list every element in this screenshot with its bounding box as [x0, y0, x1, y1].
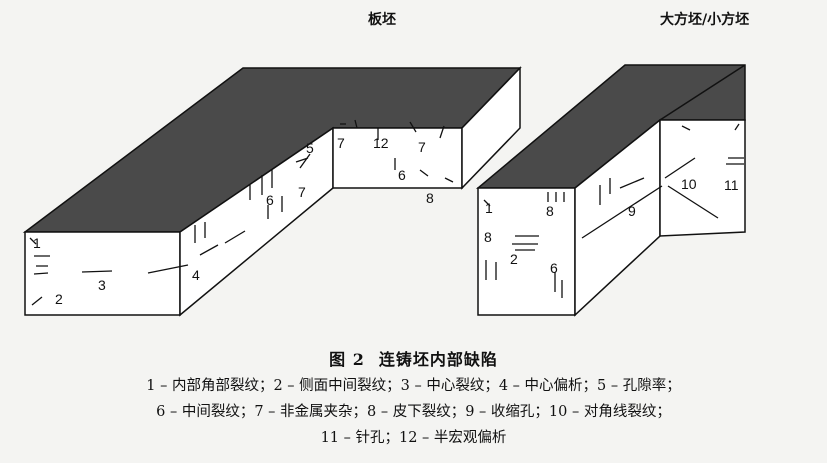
figure-title: 连铸坯内部缺陷 [378, 350, 498, 369]
figure-caption-title: 图 2 连铸坯内部缺陷 [0, 346, 827, 370]
marker: 8 [546, 203, 554, 219]
legend-line: 6 – 中间裂纹；7 – 非金属夹杂；8 – 皮下裂纹；9 – 收缩孔；10 –… [156, 404, 671, 420]
marker: 3 [98, 277, 106, 293]
marker: 7 [298, 184, 306, 200]
marker: 2 [55, 291, 63, 307]
marker: 7 [418, 139, 426, 155]
marker: 8 [484, 229, 492, 245]
legend-line: 11 – 针孔；12 – 半宏观偏析 [320, 430, 507, 446]
marker: 5 [306, 140, 314, 156]
marker: 8 [426, 190, 434, 206]
legend-line: 1 – 内部角部裂纹；2 – 侧面中间裂纹；3 – 中心裂纹；4 – 中心偏析；… [146, 378, 681, 394]
marker: 1 [485, 200, 493, 216]
marker: 11 [724, 177, 739, 193]
marker: 2 [510, 251, 518, 267]
slab-label: 板坯 [368, 11, 396, 28]
slab-right-face [461, 66, 521, 190]
slab-front-face [24, 231, 181, 316]
marker: 6 [550, 260, 558, 276]
figure-number: 图 2 [329, 350, 365, 369]
billet-label: 大方坯/小方坯 [660, 11, 749, 28]
billet-defect-marks [483, 123, 744, 298]
marker: 4 [192, 267, 200, 283]
marker: 7 [337, 135, 345, 151]
marker: 10 [681, 176, 697, 192]
billet-end-face [659, 119, 746, 237]
marker: 6 [266, 192, 274, 208]
marker: 6 [398, 167, 406, 183]
slab-drawing [22, 66, 522, 317]
marker: 12 [373, 135, 389, 151]
marker: 9 [628, 203, 636, 219]
marker: 1 [33, 235, 41, 251]
slab-defect-marks [29, 119, 454, 306]
billet-drawing [475, 64, 746, 317]
